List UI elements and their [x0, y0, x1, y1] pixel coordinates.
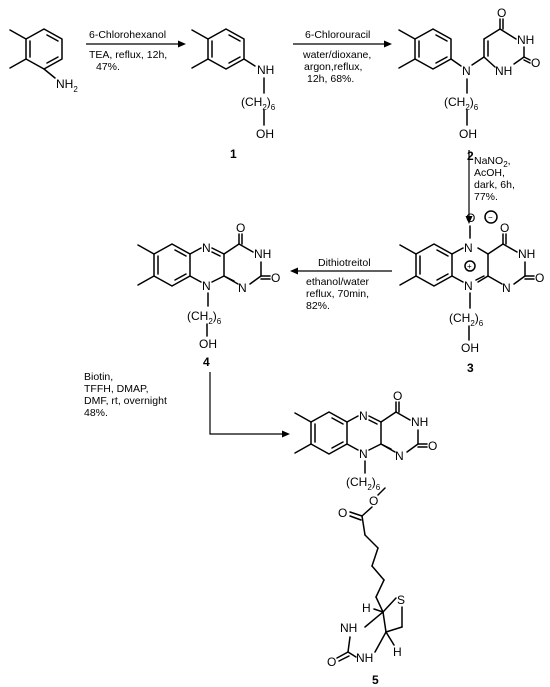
- compound-2-structure: N O NH O NH (CH2)6 OH 2: [398, 6, 540, 163]
- arrow-step-4: [290, 267, 392, 275]
- n10-label: N: [464, 279, 473, 293]
- aniline-n-label: N: [462, 64, 471, 78]
- carbonyl-oxygen-label: O: [338, 506, 347, 520]
- c4-oxygen-label: O: [500, 221, 509, 235]
- hexyl-chain-label: (CH2)6: [346, 475, 381, 492]
- amine-label: NH2: [56, 77, 78, 94]
- uracil-o2-label: O: [531, 56, 540, 70]
- n-oxide-oxygen-label: O: [466, 211, 475, 225]
- n1-label: N: [395, 449, 404, 463]
- arrow-step-2: [293, 40, 392, 48]
- c2-oxygen-label: O: [535, 271, 544, 285]
- bridgehead-h-upper-label: H: [362, 601, 371, 615]
- step-3-conditions: NaNO2, AcOH, dark, 6h, 77%.: [474, 155, 518, 203]
- n1-label: N: [238, 281, 247, 295]
- negative-charge: −: [488, 213, 493, 222]
- n3-label: NH: [254, 247, 271, 261]
- step-2-conditions: 6-Chlorouracil water/dioxane, argon,refl…: [302, 29, 374, 85]
- compound-5-number: 5: [372, 673, 379, 687]
- n10-label: N: [359, 447, 368, 461]
- n5-label: N: [359, 409, 368, 423]
- hydroxyl-label: OH: [199, 337, 217, 351]
- n3-label: NH: [518, 247, 535, 261]
- positive-charge: +: [467, 262, 472, 271]
- c2-oxygen-label: O: [428, 439, 437, 453]
- compound-1-number: 1: [230, 147, 237, 161]
- ester-oxygen-label: O: [369, 494, 378, 508]
- sulfur-label: S: [397, 593, 405, 607]
- hexyl-chain-label: (CH2)6: [449, 311, 484, 328]
- n1-label: N: [502, 281, 511, 295]
- hexyl-chain-label: (CH2)6: [444, 95, 479, 112]
- compound-3-structure: N + N O − O NH O N (CH2)6 OH 3: [399, 210, 544, 375]
- uracil-nh3-label: NH: [517, 33, 534, 47]
- step-1-conditions: 6-Chlorohexanol TEA, reflux, 12h, 47%.: [89, 29, 170, 73]
- ureido-nh-upper-label: NH: [340, 621, 357, 635]
- uracil-nh1-label: NH: [495, 64, 512, 78]
- hexyl-chain-label: (CH2)6: [241, 95, 276, 112]
- compound-5-structure: N N O NH O N (CH2)6 O O: [294, 389, 437, 687]
- step-5-conditions: Biotin, TFFH, DMAP, DMF, rt, overnight 4…: [84, 371, 170, 419]
- compound-4-number: 4: [203, 355, 210, 369]
- n5-label: N: [202, 241, 211, 255]
- c2-oxygen-label: O: [271, 271, 280, 285]
- n3-label: NH: [411, 415, 428, 429]
- hydroxyl-label: OH: [459, 127, 477, 141]
- hydroxyl-label: OH: [461, 341, 479, 355]
- c4-oxygen-label: O: [236, 221, 245, 235]
- n10-label: N: [202, 279, 211, 293]
- c4-oxygen-label: O: [393, 389, 402, 403]
- compound-3-number: 3: [467, 361, 474, 375]
- ureido-oxygen-label: O: [327, 655, 336, 669]
- starting-material-dimethylaniline: NH2: [9, 28, 78, 94]
- hexyl-chain-label: (CH2)6: [187, 309, 222, 326]
- arrow-step-3: [465, 150, 473, 224]
- step-4-conditions: Dithiotreitol ethanol/water reflux, 70mi…: [306, 257, 373, 312]
- ureido-nh-lower-label: NH: [356, 651, 373, 665]
- hydroxyl-label: OH: [256, 127, 274, 141]
- compound-2-number: 2: [467, 149, 474, 163]
- bridgehead-h-lower-label: H: [393, 645, 402, 659]
- n-oxide-nitrogen-label: N: [464, 241, 473, 255]
- nh-label: NH: [257, 63, 274, 77]
- uracil-o4-label: O: [497, 6, 506, 20]
- compound-4-structure: N N O NH O N (CH2)6 OH 4: [137, 221, 280, 369]
- compound-1-structure: NH (CH2)6 OH 1: [191, 28, 276, 161]
- arrow-step-5: [209, 372, 290, 438]
- arrow-step-1: [86, 40, 186, 48]
